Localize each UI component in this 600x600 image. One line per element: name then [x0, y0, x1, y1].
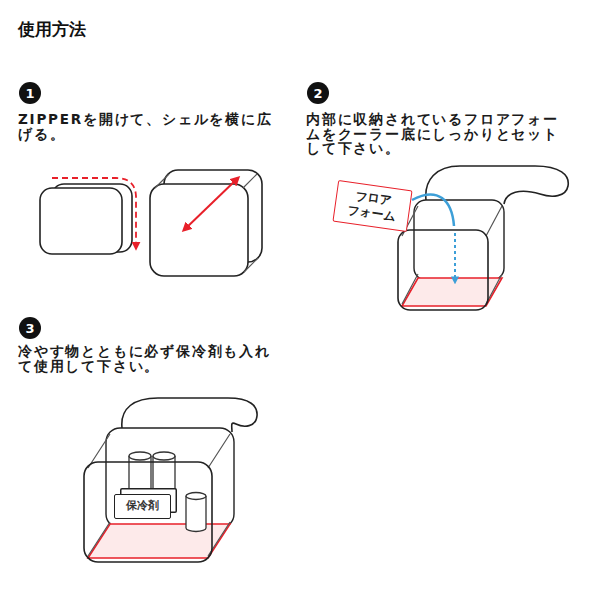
cooler-back [106, 428, 234, 528]
floor-foam-outline [88, 524, 230, 558]
zipper-open-arrow [52, 178, 136, 248]
cooler-edge [402, 206, 502, 304]
step-instruction: 冷やす物とともに必ず保冷剤も入れて使用して下さい。 [18, 344, 276, 373]
spread-arrow [184, 178, 238, 230]
opened-shell [150, 170, 262, 276]
cooler-front [398, 230, 488, 310]
step-number: 1 [19, 82, 41, 104]
ice-pack-box: 保冷剤 [114, 494, 171, 519]
cooler-edge [402, 206, 502, 304]
shell-edge [155, 174, 258, 272]
step-number: 2 [307, 82, 329, 104]
drink-can [186, 493, 206, 500]
drink-can [129, 452, 206, 532]
step-number: 3 [19, 317, 41, 339]
page-title: 使用方法 [18, 18, 86, 41]
cooler-edge [88, 434, 230, 556]
opened-shell [150, 184, 248, 276]
drink-can [153, 452, 175, 460]
step-instruction: 内部に収納されているフロアフォームをクーラー底にしっかりとセットして下さい。 [306, 112, 564, 156]
insert-arrow-dotted [454, 233, 456, 282]
cooler-lid [426, 166, 568, 204]
node-text: フロア フォーム [345, 188, 399, 225]
node-text: 1 [25, 87, 34, 100]
shell-edge [155, 174, 258, 272]
node-text: 保冷剤 [126, 500, 159, 512]
drink-can [186, 496, 206, 532]
node-text: 3 [25, 322, 34, 335]
cooler-front [84, 462, 212, 562]
step-instruction: ZIPPERを開けて、シェルを横に広げる。 [18, 112, 276, 141]
drink-can [129, 452, 151, 460]
cooler-lid [122, 398, 257, 432]
node-text: 2 [313, 87, 322, 100]
insert-arrow [412, 194, 454, 226]
closed-cooler [40, 188, 122, 254]
floor-foam-card: フロア フォーム [332, 180, 412, 232]
cooler-edge [88, 434, 230, 556]
cooler-back [414, 200, 504, 280]
closed-cooler [40, 184, 132, 254]
